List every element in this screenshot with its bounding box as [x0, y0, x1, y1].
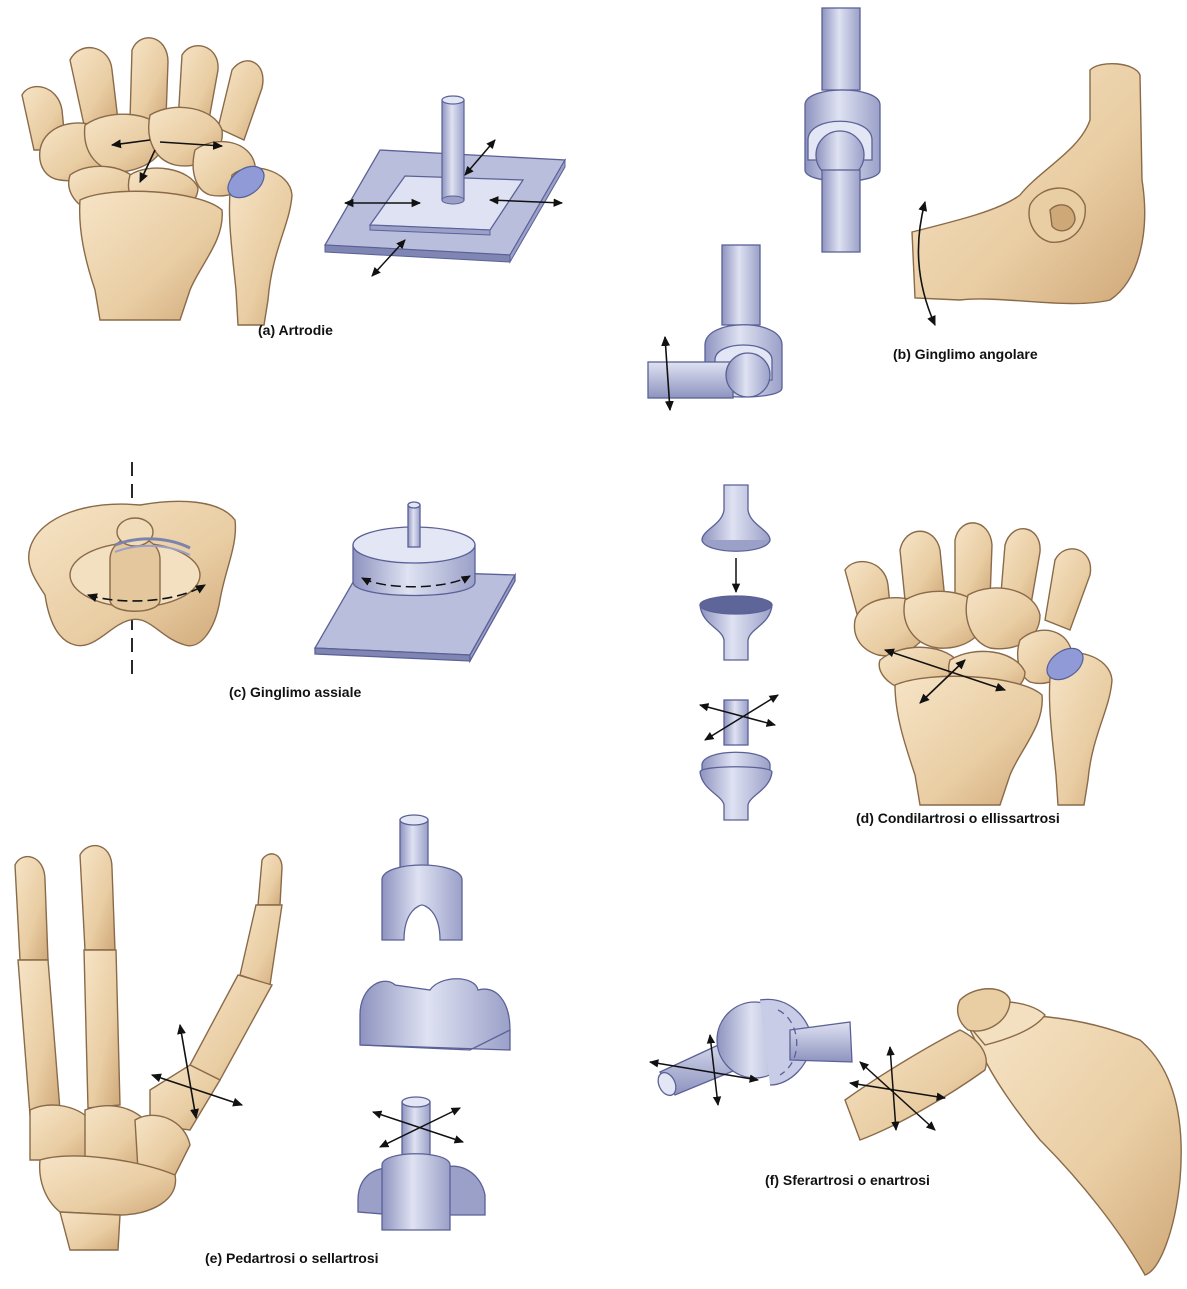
hand-bones-illustration: [15, 846, 282, 1250]
plane-joint-model: [325, 96, 565, 262]
panel-f-sferartrosi: (f) Sferartrosi o enartrosi: [650, 989, 1181, 1275]
caption-a: (a) Artrodie: [258, 322, 333, 338]
panel-e-pedartrosi: (e) Pedartrosi o sellartrosi: [15, 815, 510, 1266]
caption-d: (d) Condilartrosi o ellissartrosi: [856, 810, 1060, 826]
condylar-model: [700, 485, 772, 820]
pivot-joint-model: [315, 502, 515, 661]
caption-c: (c) Ginglimo assiale: [229, 684, 361, 700]
caption-e: (e) Pedartrosi o sellartrosi: [205, 1250, 379, 1266]
hinge-model-vertical: [805, 8, 880, 252]
panel-c-ginglimo-assiale: (c) Ginglimo assiale: [29, 462, 515, 700]
shoulder-illustration: [845, 989, 1181, 1275]
saddle-model: [358, 815, 510, 1230]
caption-b: (b) Ginglimo angolare: [893, 346, 1038, 362]
panel-d-condilartrosi: (d) Condilartrosi o ellissartrosi: [700, 485, 1112, 826]
elbow-illustration: [912, 64, 1145, 304]
ball-socket-model: [655, 999, 852, 1098]
panel-a-artrodie: (a) Artrodie: [22, 38, 565, 338]
panel-b-ginglimo-angolare: (b) Ginglimo angolare: [648, 8, 1145, 410]
caption-f: (f) Sferartrosi o enartrosi: [765, 1172, 930, 1188]
